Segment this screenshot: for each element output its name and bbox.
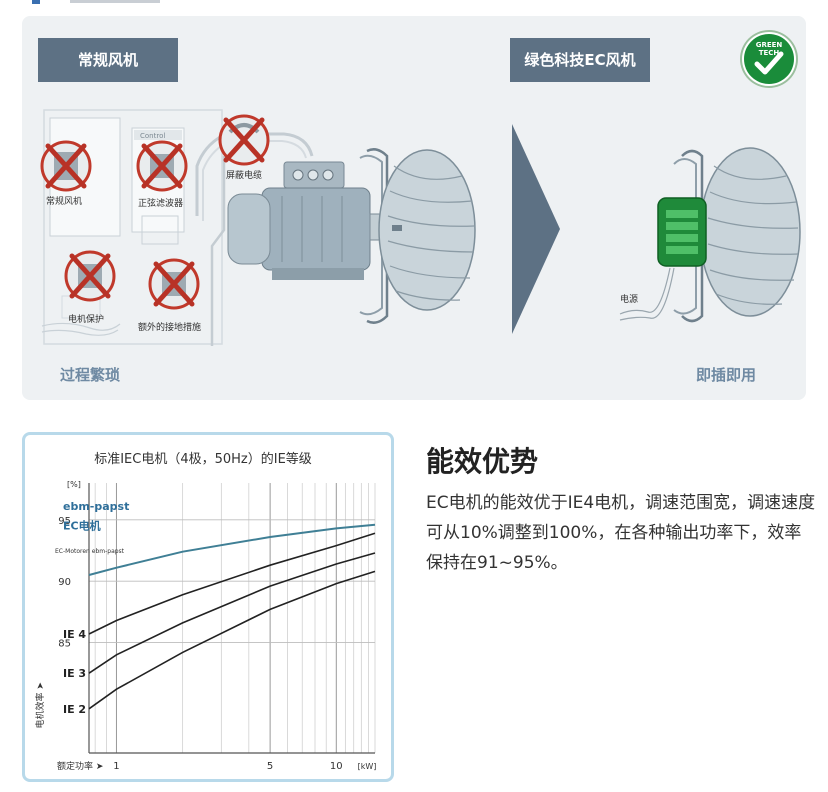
x-tick-label: 1 — [113, 761, 119, 772]
efficiency-chart: 标准IEC电机（4极，50Hz）的IE等级 85 90 95 1 5 10 [%] [kW] 额… — [34, 451, 376, 772]
comparison-illustration: Control — [40, 109, 801, 346]
conventional-motor — [227, 161, 395, 280]
conventional-fan-title: 常规风机 — [38, 38, 178, 82]
check-icon — [754, 51, 784, 75]
label-conventional-fan: 常规风机 — [46, 197, 83, 207]
y-axis-label: 电机效率 ➤ — [34, 682, 46, 729]
series-line-ec电机 — [88, 523, 376, 576]
series-label: IE 4 — [63, 628, 86, 641]
x-tick-label: 5 — [267, 761, 273, 772]
series-line-ie-4 — [88, 532, 376, 635]
removed-conventional-fan-cross — [40, 140, 92, 192]
badge-line2: TECH — [758, 49, 780, 57]
removed-shielded-cable-cross — [218, 114, 270, 166]
label-extra-grounding: 额外的接地措施 — [138, 323, 202, 333]
ec-fan-title: 绿色科技EC风机 — [510, 38, 650, 82]
chart-title: 标准IEC电机（4极，50Hz）的IE等级 — [94, 451, 312, 467]
chart-labels: 85 90 95 1 5 10 [%] [kW] 额定功率 ➤ 电机效率 ➤ IE 4 IE 3 IE … — [34, 480, 376, 772]
x-unit-label: [kW] — [358, 762, 377, 771]
brand-label: ebm-papst — [63, 500, 129, 513]
removed-sine-filter-cross — [136, 140, 188, 192]
ec-fan — [619, 147, 801, 323]
label-motor-protection: 电机保护 — [68, 315, 105, 325]
section-marker — [32, 0, 40, 4]
removed-motor-protection-cross — [64, 250, 116, 302]
x-axis-label: 额定功率 ➤ — [57, 760, 104, 772]
advantage-body: EC电机的能效优于IE4电机，调速范围宽，调速速度可从10%调整到100%，在各… — [426, 493, 816, 573]
efficiency-chart-frame: 标准IEC电机（4极，50Hz）的IE等级 85 90 95 1 5 10 [%] [kW] 额… — [22, 432, 394, 782]
series-line-ie-2 — [88, 570, 376, 710]
label-sine-filter: 正弦滤波器 — [138, 199, 184, 209]
conventional-impeller — [359, 148, 476, 324]
series-line-ie-3 — [88, 552, 376, 674]
green-tech-badge: GREEN TECH — [744, 34, 794, 84]
chart-axes — [88, 483, 375, 754]
badge-line1: GREEN — [755, 41, 783, 49]
right-caption: 即插即用 — [696, 366, 757, 384]
transition-arrow — [512, 124, 560, 334]
section-title-fragment — [70, 0, 160, 3]
y-tick-label: 85 — [58, 639, 71, 650]
x-tick-label: 10 — [330, 761, 343, 772]
label-power-supply: 电源 — [620, 295, 639, 305]
left-caption: 过程繁琐 — [60, 366, 121, 384]
top-strip — [0, 0, 828, 12]
y-tick-label: 90 — [58, 577, 71, 588]
label-shielded-cable: 屏蔽电缆 — [226, 171, 263, 181]
brand-sub-label: EC电机 — [63, 519, 101, 533]
comparison-panel: Control 常规风机 绿色科技EC风机 GREEN TECH 常规风机 正弦… — [22, 16, 806, 400]
series-label: IE 3 — [63, 667, 86, 680]
chart-series — [88, 523, 376, 710]
ec-note-label: EC-Motoren ebm-papst — [55, 548, 125, 555]
control-label: Control — [140, 132, 165, 140]
y-tick-label: 95 — [58, 516, 71, 527]
series-label: IE 2 — [63, 703, 86, 716]
removed-grounding-cross — [148, 258, 200, 310]
y-unit-label: [%] — [67, 480, 81, 489]
advantage-heading: 能效优势 — [426, 445, 539, 478]
chart-grid — [89, 483, 376, 753]
